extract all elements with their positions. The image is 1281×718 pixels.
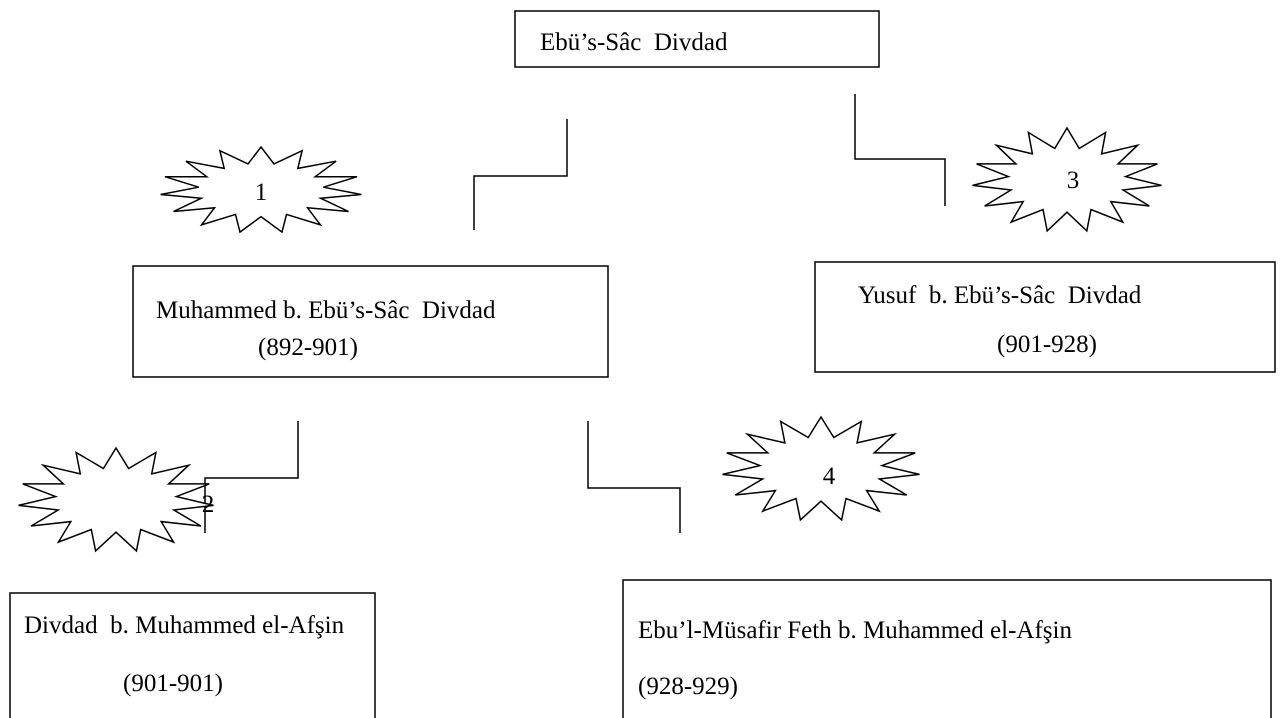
ebul-musafir-name: Ebu’l-Müsafir Feth b. Muhammed el-Afşin — [638, 617, 1072, 644]
divdad-name: Divdad b. Muhammed el-Afşin — [24, 612, 345, 639]
muhammed-box — [132, 265, 609, 378]
divdad-years: (901-901) — [123, 670, 223, 697]
connector-muhammed-to-divdad — [204, 421, 299, 533]
connector-root-to-yusuf — [854, 94, 946, 206]
order-badge-3: 3 — [972, 126, 1162, 233]
yusuf-node: Yusuf b. Ebü’s-Sâc Divdad (901-928) — [814, 261, 1276, 373]
yusuf-box — [814, 261, 1276, 373]
yusuf-years: (901-928) — [997, 331, 1097, 358]
divdad-box — [9, 592, 376, 718]
yusuf-name: Yusuf b. Ebü’s-Sâc Divdad — [858, 282, 1142, 309]
root-box — [514, 10, 880, 68]
order-badge-1-label: 1 — [255, 179, 268, 206]
root-node: Ebü’s-Sâc Divdad — [514, 10, 880, 68]
ebul-musafir-years: (928-929) — [638, 673, 738, 700]
muhammed-years: (892-901) — [258, 334, 358, 361]
star-burst-shape — [160, 145, 362, 234]
star-burst-shape — [18, 446, 214, 553]
muhammed-name: Muhammed b. Ebü’s-Sâc Divdad — [156, 297, 496, 324]
root-name: Ebü’s-Sâc Divdad — [540, 29, 728, 56]
star-burst-shape — [972, 126, 1162, 233]
ebul-musafir-node: Ebu’l-Müsafir Feth b. Muhammed el-Afşin … — [622, 579, 1272, 718]
ebul-musafir-box — [622, 579, 1272, 718]
order-badge-1: 1 — [160, 145, 362, 234]
connector-muhammed-to-ebul-musafir — [587, 421, 681, 533]
order-badge-2-label: 2 — [202, 491, 215, 518]
divdad-node: Divdad b. Muhammed el-Afşin (901-901) — [9, 592, 376, 718]
connector-root-to-muhammed — [473, 119, 568, 230]
star-burst-shape — [722, 415, 920, 522]
order-badge-4-label: 4 — [823, 463, 836, 490]
order-badge-2: 2 — [18, 446, 215, 553]
order-badge-4: 4 — [722, 415, 920, 522]
order-badge-3-label: 3 — [1067, 167, 1080, 194]
muhammed-node: Muhammed b. Ebü’s-Sâc Divdad (892-901) — [132, 265, 609, 378]
